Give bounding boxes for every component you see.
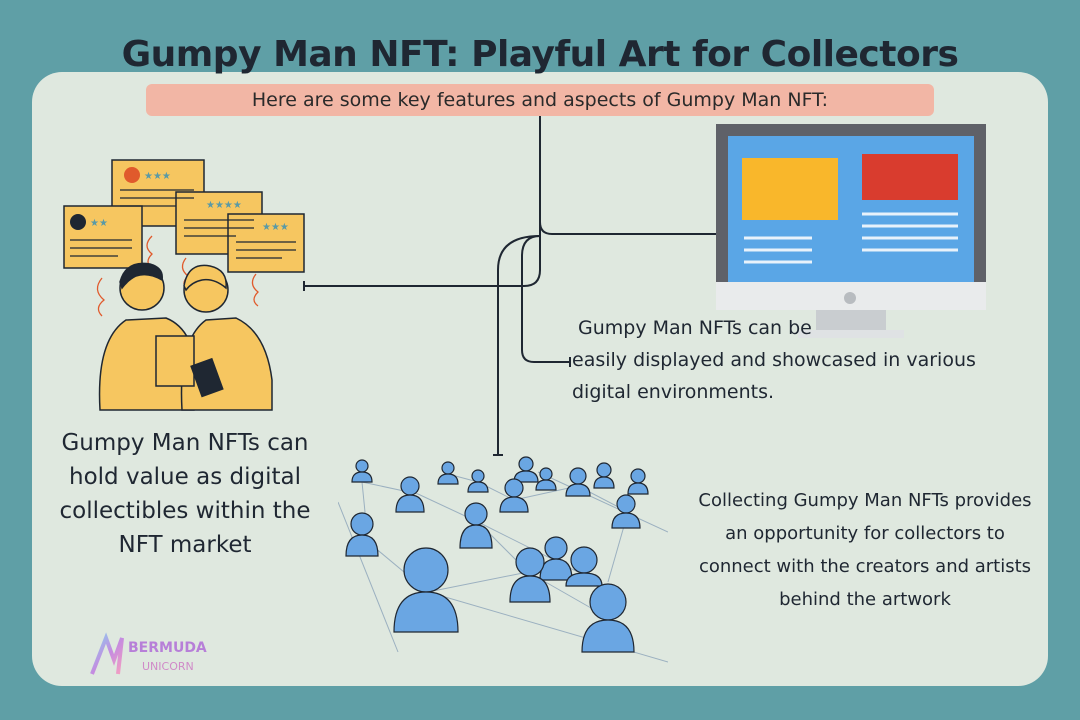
computer-monitor-illustration — [716, 124, 986, 338]
subtitle-banner: Here are some key features and aspects o… — [146, 84, 934, 116]
feature-community-text: Collecting Gumpy Man NFTs provides an op… — [698, 490, 1032, 610]
feature-display-text: Gumpy Man NFTs can be easily displayed a… — [572, 312, 1052, 408]
svg-text:★★★★: ★★★★ — [206, 200, 242, 211]
page-title: Gumpy Man NFT: Playful Art for Collector… — [121, 34, 959, 75]
feature-display-line-2: easily displayed and showcased in variou… — [572, 349, 976, 371]
connector-to-network — [497, 235, 541, 455]
feature-display-line-1: Gumpy Man NFTs can be — [578, 317, 812, 339]
people-network-illustration — [338, 456, 668, 663]
svg-text:BERMUDA: BERMUDA — [128, 640, 207, 656]
avatar-icon — [70, 167, 140, 230]
svg-text:★★★: ★★★ — [144, 171, 171, 182]
review-cards-illustration: ★★★ ★★ ★★★★ ★★★ — [63, 159, 305, 411]
feature-value-text: Gumpy Man NFTs can hold value as digital… — [59, 430, 311, 558]
svg-text:★★: ★★ — [90, 218, 108, 229]
svg-text:★★★: ★★★ — [262, 222, 289, 233]
feature-display-line-3: digital environments. — [572, 381, 775, 403]
connector-to-display-text — [521, 235, 570, 363]
star-icon: ★★★ ★★ ★★★★ ★★★ — [90, 171, 289, 233]
bermuda-unicorn-logo: BERMUDA UNICORN — [90, 632, 207, 675]
svg-text:UNICORN: UNICORN — [142, 660, 194, 673]
connector-to-people — [304, 200, 541, 287]
connector-to-monitor — [539, 116, 718, 235]
